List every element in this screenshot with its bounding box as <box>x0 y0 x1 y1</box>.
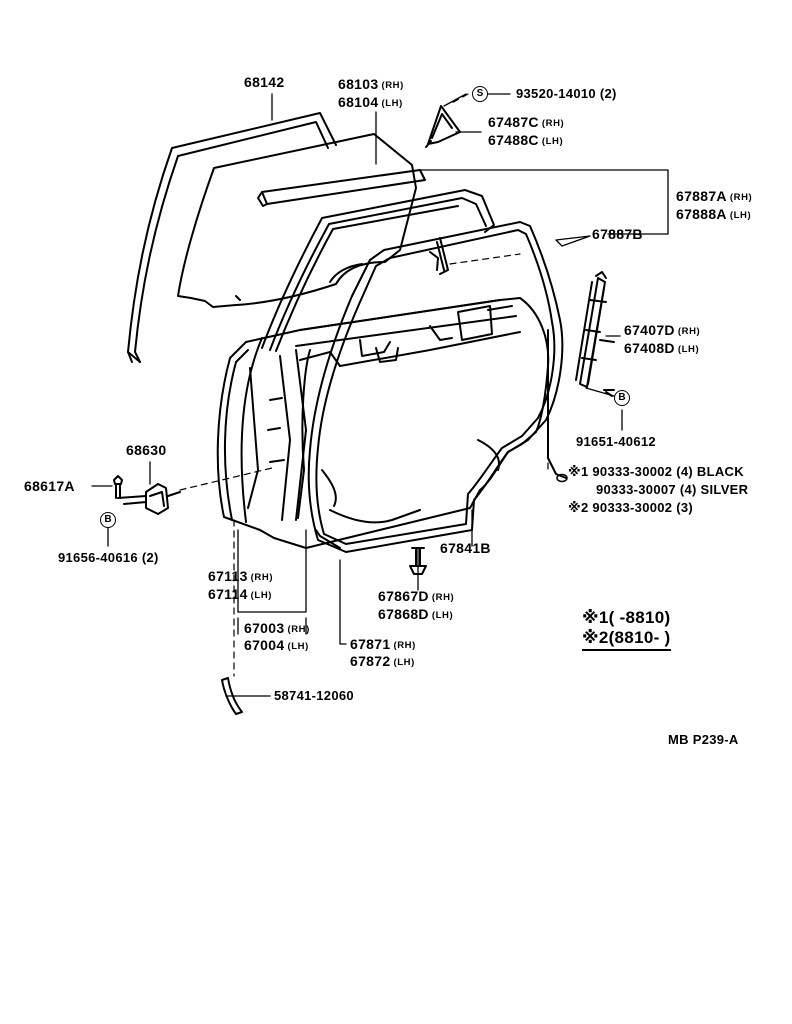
part-67004-label: 67004(LH) <box>244 637 309 653</box>
door-frame-weatherstrip-part <box>127 112 337 363</box>
dashed-leaders <box>179 93 549 677</box>
part-68104-label: 68104(LH) <box>338 94 403 110</box>
rear-glass-run-part <box>575 271 615 388</box>
s-circle-icon: S <box>472 86 488 102</box>
washer-part <box>556 473 568 483</box>
part-91651-label: 91651-40612 <box>576 434 656 449</box>
part-67113-label: 67113(RH) <box>208 568 274 584</box>
door-glass-part <box>177 133 417 308</box>
part-67888A-label: 67888A(LH) <box>676 206 752 222</box>
note-2-label: ※2 90333-30002 (3) <box>568 500 694 515</box>
part-67408D-label: 67408D(LH) <box>624 340 700 356</box>
part-67871-label: 67871(RH) <box>350 636 416 652</box>
part-67114-label: 67114(LH) <box>208 586 273 602</box>
hose-plug-part <box>221 677 243 715</box>
part-67872-label: 67872(LH) <box>350 653 415 669</box>
belt-moulding-part <box>257 169 426 207</box>
door-panel-part <box>216 251 550 549</box>
legend-row-2: ※2(8810- ) <box>582 628 671 651</box>
part-67867D-label: 67867D(RH) <box>378 588 455 604</box>
part-93520-label: 93520-14010 (2) <box>516 86 617 101</box>
part-68142-label: 68142 <box>244 74 285 90</box>
note-1b-label: 90333-30007 (4) SILVER <box>596 482 749 497</box>
part-67887A-label: 67887A(RH) <box>676 188 753 204</box>
part-67887B-label: 67887B <box>592 226 643 242</box>
part-67488C-label: 67488C(LH) <box>488 132 564 148</box>
part-67868D-label: 67868D(LH) <box>378 606 454 622</box>
diagram-code: MB P239-A <box>668 732 739 747</box>
bolt-part <box>113 475 123 499</box>
b-circle-icon-2: B <box>100 512 116 528</box>
part-68617A-label: 68617A <box>24 478 75 494</box>
glass-run-channel-part <box>261 189 495 352</box>
note-1-label: ※1 90333-30002 (4) BLACK <box>568 464 744 479</box>
part-91656-label: 91656-40616 (2) <box>58 550 159 565</box>
part-68630-label: 68630 <box>126 442 167 458</box>
part-67841B-label: 67841B <box>440 540 491 556</box>
door-check-part <box>117 483 181 515</box>
part-67003-label: 67003(RH) <box>244 620 310 636</box>
door-weatherstrip-part <box>307 221 567 553</box>
legend-row-1: ※1( -8810) <box>582 608 671 627</box>
quarter-window-frame-part <box>425 105 461 148</box>
clip-part <box>409 547 427 575</box>
b-circle-icon: B <box>614 390 630 406</box>
part-67407D-label: 67407D(RH) <box>624 322 701 338</box>
part-68103-label: 68103(RH) <box>338 76 404 92</box>
part-58741-label: 58741-12060 <box>274 688 354 703</box>
part-67487C-label: 67487C(RH) <box>488 114 565 130</box>
leader-lines <box>91 93 669 697</box>
